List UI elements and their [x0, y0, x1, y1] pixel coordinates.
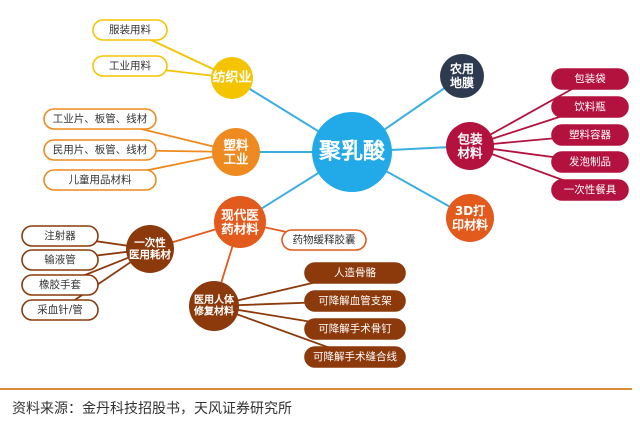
consumables-leaf-4-label: 采血针/管 — [37, 303, 83, 316]
consumables-leaf-3: 橡胶手套 — [21, 274, 99, 296]
repair-leaf-4: 可降解手术缝合线 — [304, 346, 406, 368]
plastics-leaf-2-shape — [43, 139, 157, 161]
textile-node: 纺织业 — [211, 57, 253, 99]
plastics-node-label: 塑料 — [223, 137, 249, 152]
packaging-leaf-2-label: 饮料瓶 — [574, 100, 606, 113]
center-node: 聚乳酸 — [312, 112, 392, 192]
packaging-leaf-2: 饮料瓶 — [551, 96, 629, 118]
repair-leaf-4-label: 可降解手术缝合线 — [313, 350, 397, 363]
repair-leaf-1-label: 人造骨骼 — [334, 266, 376, 279]
repair-leaf-1: 人造骨骼 — [304, 262, 406, 284]
textile-leaf-2-label: 工业用料 — [109, 59, 151, 72]
packaging-leaf-4: 发泡制品 — [551, 151, 629, 173]
medical-node-shape — [214, 196, 266, 248]
repair-leaf-2-shape — [304, 290, 406, 312]
plastics-leaf-3-shape — [43, 169, 157, 191]
plastics-leaf-2-label: 民用片、板管、线材 — [53, 143, 148, 156]
repair-leaf-3-label: 可降解手术骨钉 — [318, 322, 392, 335]
print3d-node-shape — [446, 194, 494, 242]
plastics-leaf-2: 民用片、板管、线材 — [43, 139, 157, 161]
consumables-leaf-2-label: 输液管 — [44, 253, 76, 266]
plastics-leaf-3: 儿童用品材料 — [43, 169, 157, 191]
packaging-node-label: 包装 — [456, 131, 483, 146]
plastics-leaf-1-shape — [43, 108, 157, 130]
packaging-leaf-5-shape — [551, 179, 629, 201]
packaging-leaf-5: 一次性餐具 — [551, 179, 629, 201]
consumables-leaf-2-shape — [21, 249, 99, 271]
packaging-leaf-3: 塑料容器 — [551, 124, 629, 146]
packaging-node-shape — [446, 122, 494, 170]
center-node-shape — [312, 112, 392, 192]
repair-leaf-1-shape — [304, 262, 406, 284]
repair-leaf-2-label: 可降解血管支架 — [318, 294, 392, 307]
plastics-leaf-3-label: 儿童用品材料 — [69, 173, 132, 186]
footer-divider — [0, 388, 632, 390]
consumables-node-label: 一次性 — [134, 236, 166, 249]
plastics-leaf-1: 工业片、板管、线材 — [43, 108, 157, 130]
print3d-node-label: 3D打 — [455, 203, 485, 218]
packaging-leaf-3-shape — [551, 124, 629, 146]
medical-leaf-label: 药物缓释胶囊 — [293, 233, 356, 246]
consumables-node-shape — [126, 225, 174, 273]
repair-node-label: 修复材料 — [193, 304, 234, 317]
medical-leaf: 药物缓释胶囊 — [281, 229, 367, 251]
medical-node-label: 药材料 — [221, 222, 259, 237]
agri-node-label: 农用 — [449, 61, 474, 76]
medical-node-label: 现代医 — [221, 207, 259, 222]
agri-node-shape — [440, 54, 484, 98]
plastics-node-shape — [212, 128, 260, 176]
consumables-node-label: 医用耗材 — [129, 248, 171, 261]
packaging-leaf-4-shape — [551, 151, 629, 173]
plastics-leaf-1-label: 工业片、板管、线材 — [53, 112, 148, 125]
source-note: 资料来源：金丹科技招股书，天风证券研究所 — [12, 401, 292, 417]
consumables-leaf-3-label: 橡胶手套 — [39, 278, 81, 291]
textile-node-label: 纺织业 — [212, 70, 251, 86]
packaging-leaf-3-label: 塑料容器 — [569, 128, 611, 141]
repair-leaf-4-shape — [304, 346, 406, 368]
packaging-node-label: 材料 — [456, 146, 483, 161]
center-node-label: 聚乳酸 — [318, 139, 386, 165]
consumables-leaf-4-shape — [21, 299, 99, 321]
repair-leaf-2: 可降解血管支架 — [304, 290, 406, 312]
plastics-node-label: 工业 — [223, 152, 249, 167]
packaging-leaf-1: 包装袋 — [551, 68, 629, 90]
packaging-leaf-1-label: 包装袋 — [574, 72, 606, 85]
repair-node-shape — [189, 281, 239, 331]
repair-leaf-3-shape — [304, 318, 406, 340]
consumables-leaf-1-label: 注射器 — [44, 229, 76, 242]
print3d-node-label: 印材料 — [452, 217, 488, 232]
packaging-leaf-1-shape — [551, 68, 629, 90]
consumables-leaf-4: 采血针/管 — [21, 299, 99, 321]
textile-node-shape — [211, 57, 253, 99]
packaging-leaf-2-shape — [551, 96, 629, 118]
textile-leaf-1: 服装用料 — [92, 19, 168, 41]
consumables-leaf-3-shape — [21, 274, 99, 296]
textile-leaf-2: 工业用料 — [92, 55, 168, 77]
agri-node-label: 地膜 — [450, 75, 474, 90]
consumables-leaf-1: 注射器 — [21, 225, 99, 247]
textile-leaf-2-shape — [92, 55, 168, 77]
packaging-leaf-4-label: 发泡制品 — [569, 155, 611, 168]
repair-node-label: 医用人体 — [194, 293, 235, 306]
textile-leaf-1-shape — [92, 19, 168, 41]
consumables-leaf-1-shape — [21, 225, 99, 247]
textile-leaf-1-label: 服装用料 — [109, 23, 151, 36]
medical-leaf-shape — [281, 229, 367, 251]
consumables-leaf-2: 输液管 — [21, 249, 99, 271]
packaging-leaf-5-label: 一次性餐具 — [564, 183, 617, 196]
repair-leaf-3: 可降解手术骨钉 — [304, 318, 406, 340]
